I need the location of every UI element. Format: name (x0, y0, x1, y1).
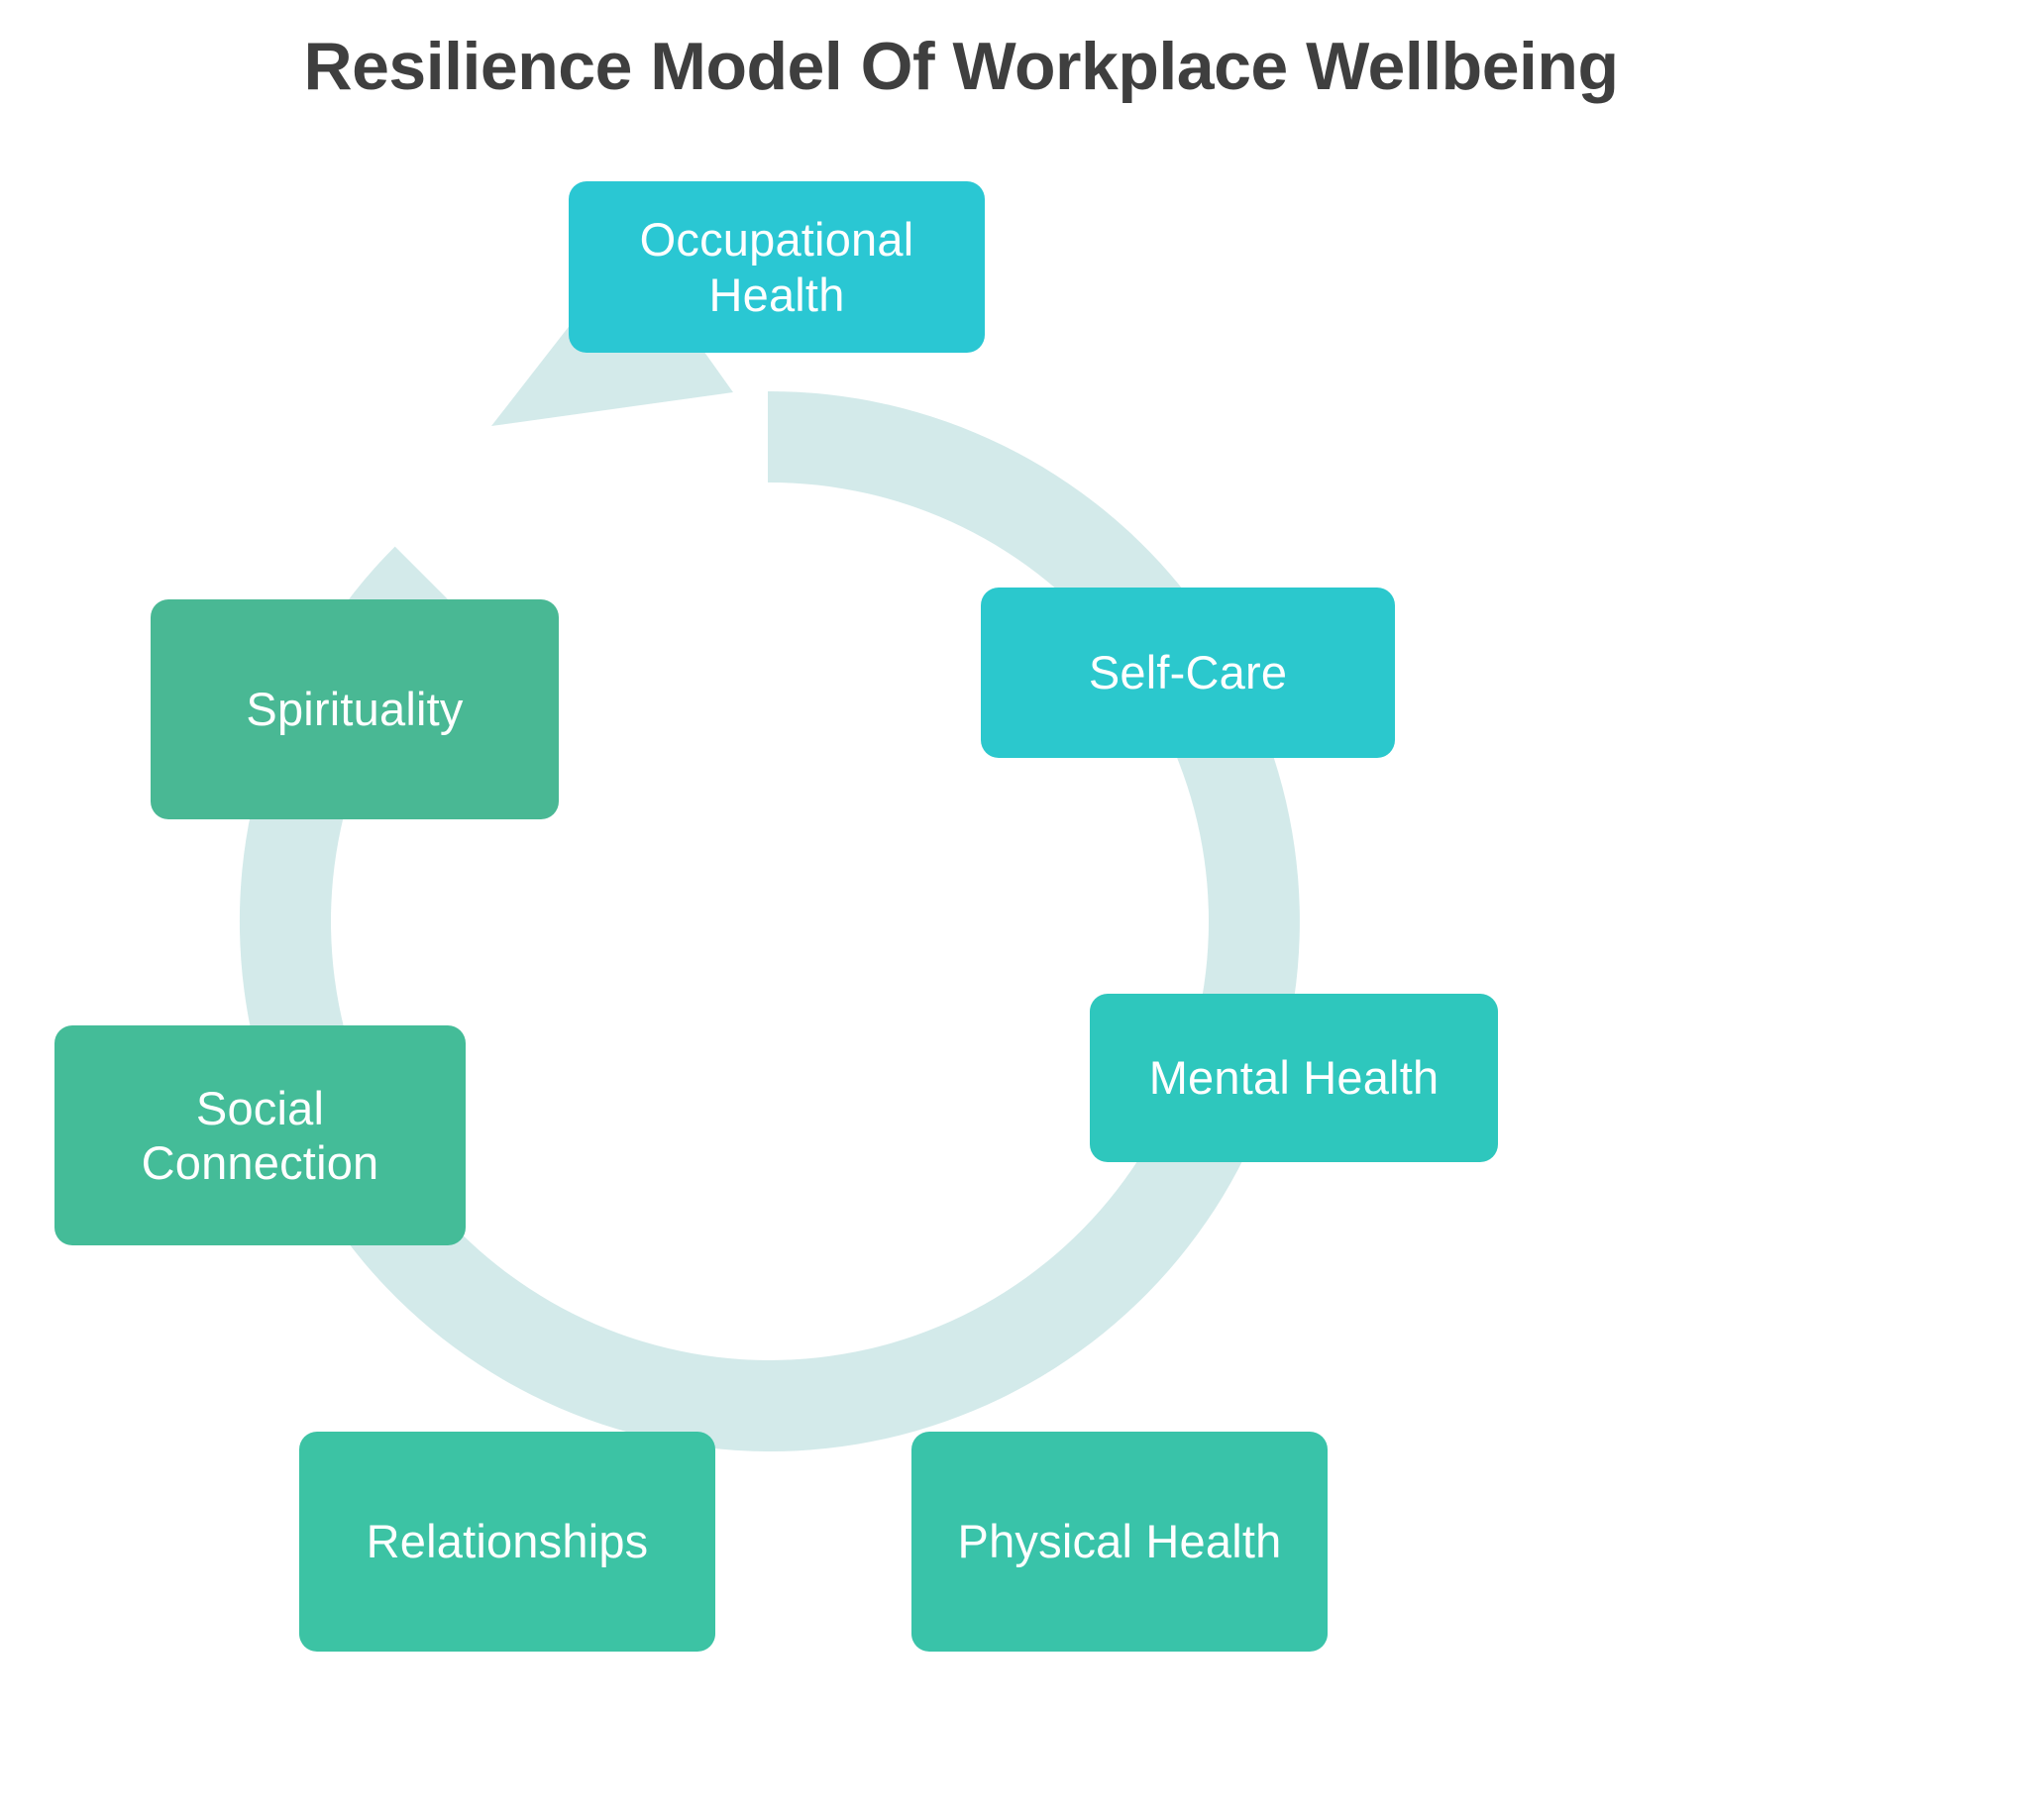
node-label: Relationships (366, 1515, 649, 1568)
page-title: Resilience Model Of Workplace Wellbeing (303, 29, 1620, 104)
node-self-care[interactable]: Self-Care (981, 588, 1395, 758)
node-label: Mental Health (1148, 1051, 1440, 1105)
node-relationships[interactable]: Relationships (299, 1432, 715, 1652)
node-label: Occupational Health (639, 213, 914, 321)
node-social-connection[interactable]: Social Connection (54, 1025, 466, 1245)
ring-band (239, 390, 1300, 1451)
node-label: Physical Health (957, 1515, 1282, 1568)
node-label: Self-Care (1088, 646, 1288, 699)
node-occupational-health[interactable]: Occupational Health (569, 181, 985, 353)
node-label: Spirituality (246, 683, 464, 736)
node-mental-health[interactable]: Mental Health (1090, 994, 1498, 1162)
node-spirituality[interactable]: Spirituality (151, 599, 559, 819)
node-physical-health[interactable]: Physical Health (911, 1432, 1328, 1652)
node-label: Social Connection (141, 1081, 379, 1189)
